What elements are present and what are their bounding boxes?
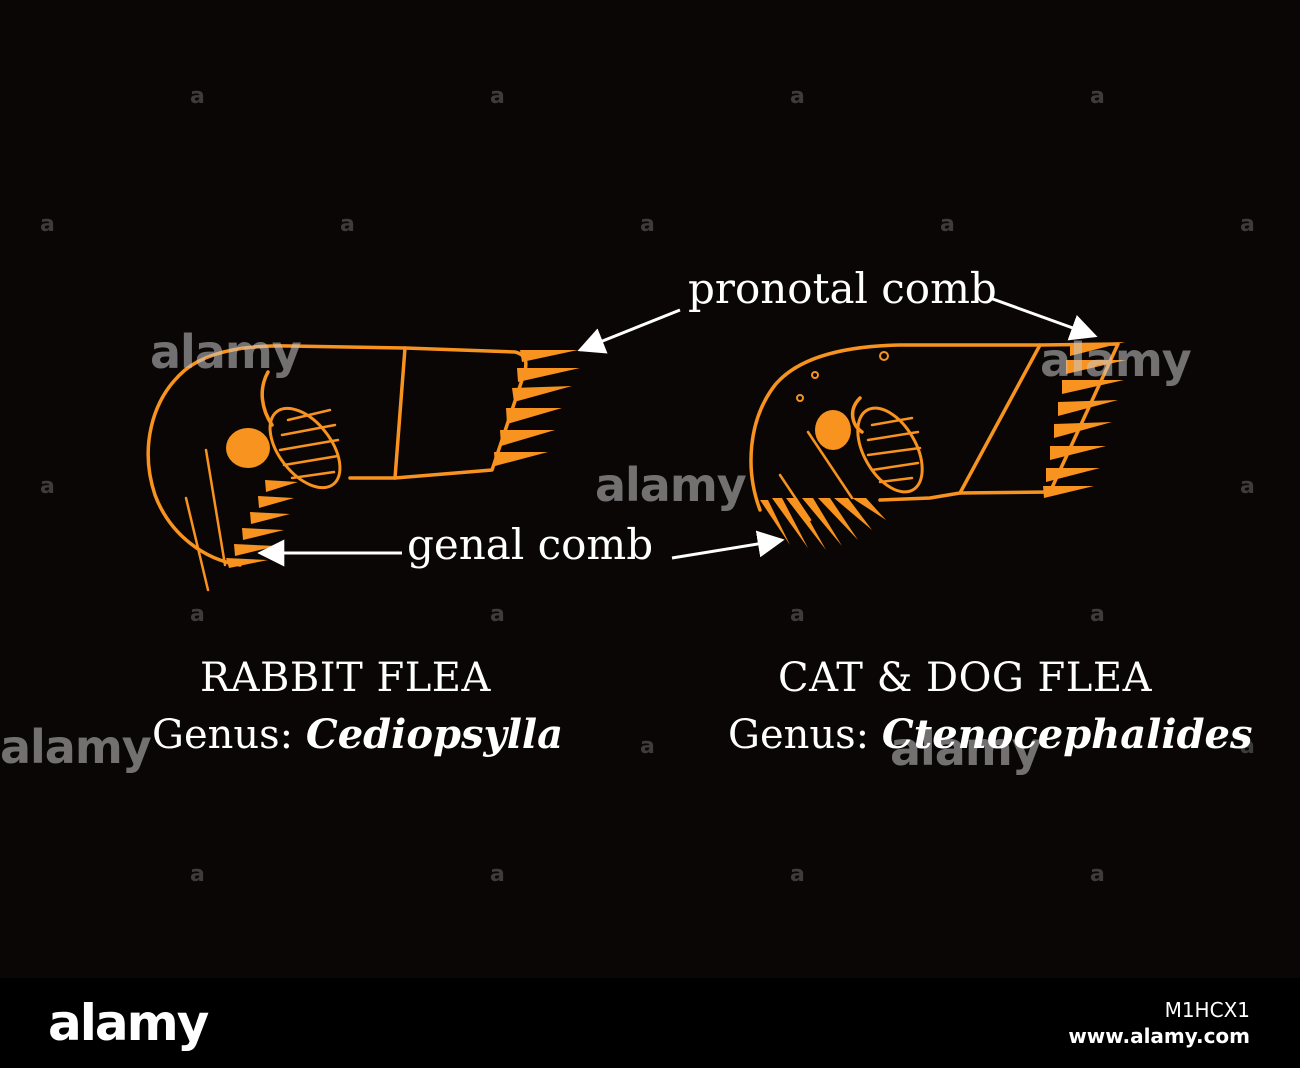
catdog-pronotal-comb <box>1043 342 1126 498</box>
watermark-mark: a <box>490 602 505 627</box>
watermark-mark: a <box>190 84 205 109</box>
watermark-lower-right: alamy <box>890 722 1042 776</box>
watermark-left: alamy <box>150 325 302 379</box>
cat-dog-flea-head <box>749 342 1120 522</box>
catdog-eye <box>815 410 851 450</box>
catdog-head-outline <box>749 342 1120 512</box>
pronotal-arrow-left <box>577 308 681 354</box>
diagram-slide: alamy alamy alamy alamy alamy a a a a a … <box>0 84 1255 887</box>
catdog-genal-comb <box>760 498 886 550</box>
catdog-bristle <box>806 430 854 500</box>
watermark-mark: a <box>40 474 55 499</box>
watermark-mark: a <box>1240 212 1255 237</box>
rabbit-flea-genus: Genus: Cediopsylla <box>152 711 563 758</box>
rabbit-eye <box>226 428 270 468</box>
watermark-right: alamy <box>1040 333 1192 387</box>
flea-head-diagram <box>146 296 1126 592</box>
rabbit-pronotal-comb <box>494 350 580 466</box>
rabbit-bristle <box>204 448 227 567</box>
rabbit-antenna-groove <box>260 370 274 427</box>
catdog-flea-title: CAT & DOG FLEA <box>778 655 1152 701</box>
watermark-mark: a <box>40 212 55 237</box>
rabbit-bristle <box>184 496 210 592</box>
pronotal-arrow-right <box>989 296 1098 341</box>
watermark-mark: a <box>790 602 805 627</box>
watermark-center: alamy <box>595 458 747 512</box>
watermark-lower-left: alamy <box>0 720 152 774</box>
watermark-mark: a <box>940 212 955 237</box>
watermark-mark: a <box>790 862 805 887</box>
rabbit-segment-line <box>393 346 407 480</box>
pronotal-comb-label: pronotal comb <box>688 264 997 313</box>
watermark-mark: a <box>1090 84 1105 109</box>
watermark-mark: a <box>1090 602 1105 627</box>
watermark-mark: a <box>190 862 205 887</box>
watermark-mark: a <box>640 212 655 237</box>
watermark-mark: a <box>490 862 505 887</box>
genus-prefix: Genus: <box>152 712 294 758</box>
catdog-antenna-groove <box>850 396 864 434</box>
catdog-segment-line <box>958 343 1042 495</box>
watermark-mark: a <box>640 734 655 759</box>
watermark-mark: a <box>1240 474 1255 499</box>
catdog-flea-genus: Genus: Ctenocephalides <box>728 711 1253 758</box>
stock-footer: alamy M1HCX1 www.alamy.com <box>0 978 1300 1068</box>
catdog-antenna <box>856 406 924 494</box>
watermark-mark: a <box>490 84 505 109</box>
genus-name: Cediopsylla <box>305 711 564 758</box>
site-url: www.alamy.com <box>1068 1024 1250 1048</box>
watermark-mark: a <box>190 602 205 627</box>
callout-arrows <box>257 296 1098 567</box>
genus-name: Ctenocephalides <box>881 711 1253 758</box>
genal-comb-label: genal comb <box>407 520 654 569</box>
rabbit-genal-comb <box>226 480 298 568</box>
rabbit-flea-title: RABBIT FLEA <box>200 655 491 701</box>
watermark-mark: a <box>1090 862 1105 887</box>
brand-logo: alamy <box>48 994 209 1052</box>
watermark-mark: a <box>790 84 805 109</box>
watermark-mark: a <box>1240 734 1255 759</box>
image-id: M1HCX1 <box>1164 998 1250 1022</box>
genal-arrow-right <box>671 530 785 560</box>
watermark-mark: a <box>340 212 355 237</box>
genus-prefix: Genus: <box>728 712 870 758</box>
